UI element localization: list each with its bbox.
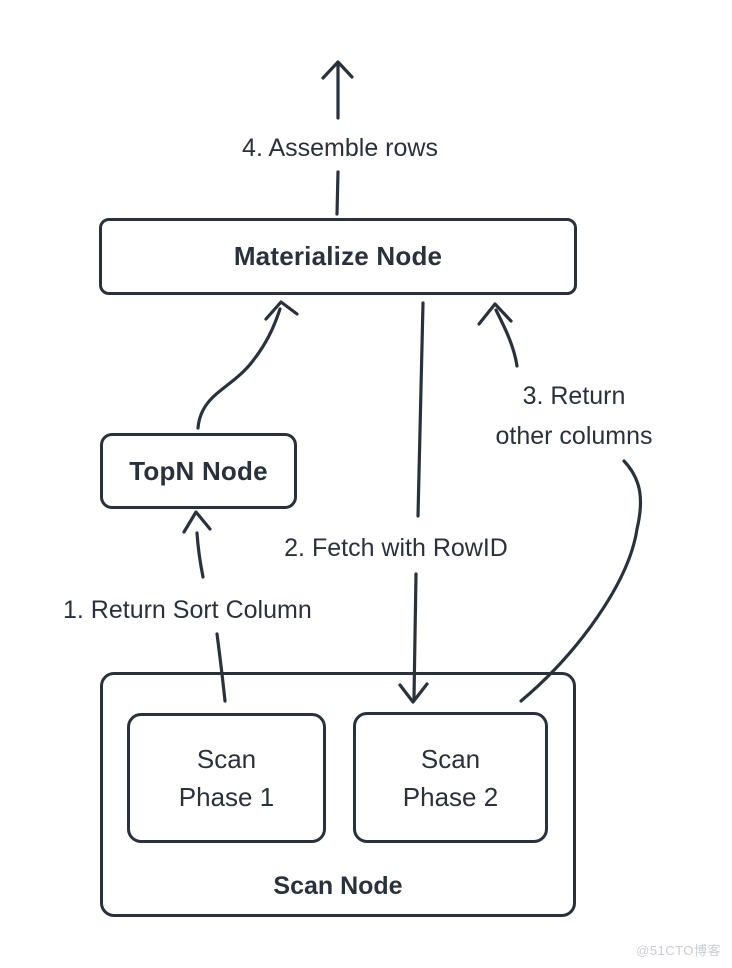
arrow-return-columns-head-icon — [477, 302, 513, 326]
arrow-scan-to-topn-shaft — [195, 531, 205, 579]
scan-phase-2-node: Scan Phase 2 — [353, 712, 548, 843]
line-return-columns-lower — [519, 459, 643, 703]
arrow-topn-to-materialize-shaft — [196, 307, 282, 430]
scan-phase-1-node: Scan Phase 1 — [127, 713, 326, 843]
materialize-node-label: Materialize Node — [233, 241, 443, 271]
scan-phase-1-line2: Phase 1 — [178, 782, 275, 812]
watermark-51cto: @51CTO博客 — [636, 943, 721, 958]
scan-phase-1-label: Scan Phase 1 — [179, 740, 274, 816]
annotation-step3-line2: other columns — [495, 422, 653, 450]
annotation-step3-line1: 3. Return — [522, 382, 626, 410]
topn-node: TopN Node — [100, 433, 297, 509]
annotation-step4: 4. Assemble rows — [242, 134, 438, 162]
scan-node — [100, 672, 576, 917]
arrow-output-head-icon — [321, 60, 354, 80]
annotation-step1: 1. Return Sort Column — [63, 596, 312, 624]
line-label4-to-materialize — [335, 170, 340, 216]
line-return-columns-upper — [494, 308, 519, 368]
scan-node-label: Scan Node — [273, 872, 403, 900]
materialize-node: Materialize Node — [99, 218, 577, 295]
annotation-step2: 2. Fetch with RowID — [284, 534, 508, 562]
scan-phase-2-line1: Scan — [420, 743, 481, 774]
topn-node-label: TopN Node — [129, 455, 268, 486]
scan-phase-1-line1: Scan — [196, 744, 257, 774]
annotation-step3: 3. Return other columns — [495, 376, 652, 456]
line-fetch-upper — [416, 301, 425, 518]
scan-phase-2-label: Scan Phase 2 — [403, 740, 498, 816]
scan-phase-2-line2: Phase 2 — [402, 781, 499, 812]
arrow-topn-to-materialize-head-icon — [264, 300, 299, 321]
arrow-scan-to-topn-head-icon — [182, 510, 212, 534]
